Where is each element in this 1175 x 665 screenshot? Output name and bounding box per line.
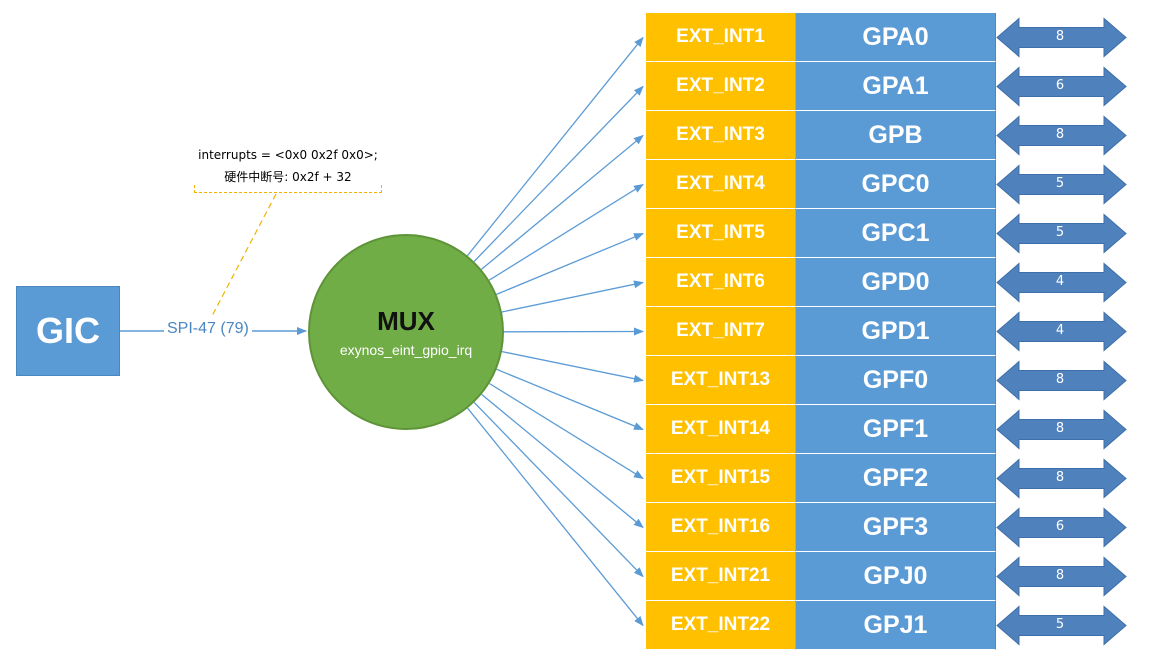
- gpio-bank-cell: GPB: [796, 111, 996, 160]
- gpio-bus-arrows: [996, 17, 1127, 646]
- gpio-bus-arrow: [996, 556, 1127, 597]
- mux-to-ext-int-arrow: [496, 368, 644, 431]
- ext-int-cell: EXT_INT4: [646, 160, 796, 209]
- ext-int-cell: EXT_INT14: [646, 405, 796, 454]
- gpio-bus-arrow: [996, 507, 1127, 548]
- bus-width-label: 6: [1055, 78, 1065, 93]
- mux-to-ext-int-arrow: [473, 85, 644, 262]
- mux-to-ext-int-arrow: [496, 232, 644, 296]
- table-row: EXT_INT1 GPA0: [646, 13, 996, 62]
- mux-fan-arrows: [466, 36, 644, 627]
- bus-width-label: 5: [1055, 225, 1065, 240]
- gpio-bus-arrow: [996, 311, 1127, 352]
- bus-width-label: 8: [1055, 421, 1065, 436]
- table-row: EXT_INT15 GPF2: [646, 454, 996, 503]
- gpio-bus-arrow: [996, 213, 1127, 254]
- bus-width-label: 8: [1055, 568, 1065, 583]
- ext-int-cell: EXT_INT3: [646, 111, 796, 160]
- bus-width-label: 8: [1055, 470, 1065, 485]
- gpio-bank-cell: GPF1: [796, 405, 996, 454]
- ext-int-cell: EXT_INT5: [646, 209, 796, 258]
- mux-to-ext-int-arrow: [488, 183, 644, 281]
- table-row: EXT_INT2 GPA1: [646, 62, 996, 111]
- gpio-bus-arrow: [996, 409, 1127, 450]
- interrupts-note-line1: interrupts = <0x0 0x2f 0x0>;: [198, 148, 378, 162]
- gpio-bus-arrow: [996, 17, 1127, 58]
- mux-to-ext-int-arrow: [501, 350, 644, 383]
- note-leader-line: [211, 193, 277, 317]
- ext-int-cell: EXT_INT21: [646, 552, 796, 601]
- gpio-bank-cell: GPC0: [796, 160, 996, 209]
- mux-to-ext-int-arrow: [481, 393, 644, 529]
- gic-block: GIC: [16, 286, 120, 376]
- table-row: EXT_INT14 GPF1: [646, 405, 996, 454]
- mux-subtitle: exynos_eint_gpio_irq: [339, 342, 473, 358]
- table-row: EXT_INT16 GPF3: [646, 503, 996, 552]
- ext-int-cell: EXT_INT1: [646, 13, 796, 62]
- table-row: EXT_INT4 GPC0: [646, 160, 996, 209]
- mux-to-ext-int-arrow: [489, 382, 644, 480]
- bus-width-label: 5: [1055, 176, 1065, 191]
- ext-int-cell: EXT_INT22: [646, 601, 796, 650]
- gpio-bank-cell: GPA1: [796, 62, 996, 111]
- gpio-bank-cell: GPJ1: [796, 601, 996, 650]
- mux-title: MUX: [377, 306, 435, 336]
- bus-width-label: 4: [1055, 323, 1065, 338]
- gpio-bank-cell: GPJ0: [796, 552, 996, 601]
- gpio-bank-cell: GPF2: [796, 454, 996, 503]
- gpio-bank-cell: GPD0: [796, 258, 996, 307]
- bus-width-label: 8: [1055, 372, 1065, 387]
- interrupts-note-line2: 硬件中断号: 0x2f + 32: [224, 170, 352, 184]
- ext-int-cell: EXT_INT13: [646, 356, 796, 405]
- mux-to-ext-int-arrow: [480, 134, 644, 270]
- ext-int-cell: EXT_INT16: [646, 503, 796, 552]
- ext-int-cell: EXT_INT2: [646, 62, 796, 111]
- ext-int-cell: EXT_INT6: [646, 258, 796, 307]
- gpio-bus-arrow: [996, 458, 1127, 499]
- bus-width-label: 8: [1055, 29, 1065, 44]
- table-row: EXT_INT21 GPJ0: [646, 552, 996, 601]
- gpio-bus-arrow: [996, 262, 1127, 303]
- gpio-bus-arrow: [996, 605, 1127, 646]
- bus-width-label: 4: [1055, 274, 1065, 289]
- gpio-bus-arrow: [996, 115, 1127, 156]
- gpio-bank-cell: GPF3: [796, 503, 996, 552]
- note-bracket: [194, 185, 382, 193]
- table-row: EXT_INT3 GPB: [646, 111, 996, 160]
- ext-int-cell: EXT_INT15: [646, 454, 796, 503]
- gpio-bank-cell: GPC1: [796, 209, 996, 258]
- gic-label: GIC: [35, 310, 100, 351]
- table-row: EXT_INT6 GPD0: [646, 258, 996, 307]
- bus-width-label: 5: [1055, 617, 1065, 632]
- interrupt-table: EXT_INT1 GPA0 EXT_INT2 GPA1 EXT_INT3 GPB…: [646, 13, 996, 650]
- gpio-bus-arrow: [996, 66, 1127, 107]
- mux-to-ext-int-arrow: [466, 36, 644, 257]
- table-row: EXT_INT7 GPD1: [646, 307, 996, 356]
- bus-width-label: 8: [1055, 127, 1065, 142]
- table-row: EXT_INT22 GPJ1: [646, 601, 996, 650]
- gpio-bank-cell: GPF0: [796, 356, 996, 405]
- ext-int-cell: EXT_INT7: [646, 307, 796, 356]
- table-row: EXT_INT5 GPC1: [646, 209, 996, 258]
- gpio-bank-cell: GPA0: [796, 13, 996, 62]
- bus-width-label: 6: [1055, 519, 1065, 534]
- gpio-bus-arrow: [996, 360, 1127, 401]
- gpio-bank-cell: GPD1: [796, 307, 996, 356]
- mux-node: MUX exynos_eint_gpio_irq: [308, 234, 504, 430]
- spi-link-label: SPI-47 (79): [164, 320, 252, 338]
- mux-to-ext-int-arrow: [467, 407, 644, 627]
- mux-to-ext-int-arrow: [473, 401, 644, 578]
- mux-to-ext-int-arrow: [501, 280, 644, 313]
- table-row: EXT_INT13 GPF0: [646, 356, 996, 405]
- gpio-bus-arrow: [996, 164, 1127, 205]
